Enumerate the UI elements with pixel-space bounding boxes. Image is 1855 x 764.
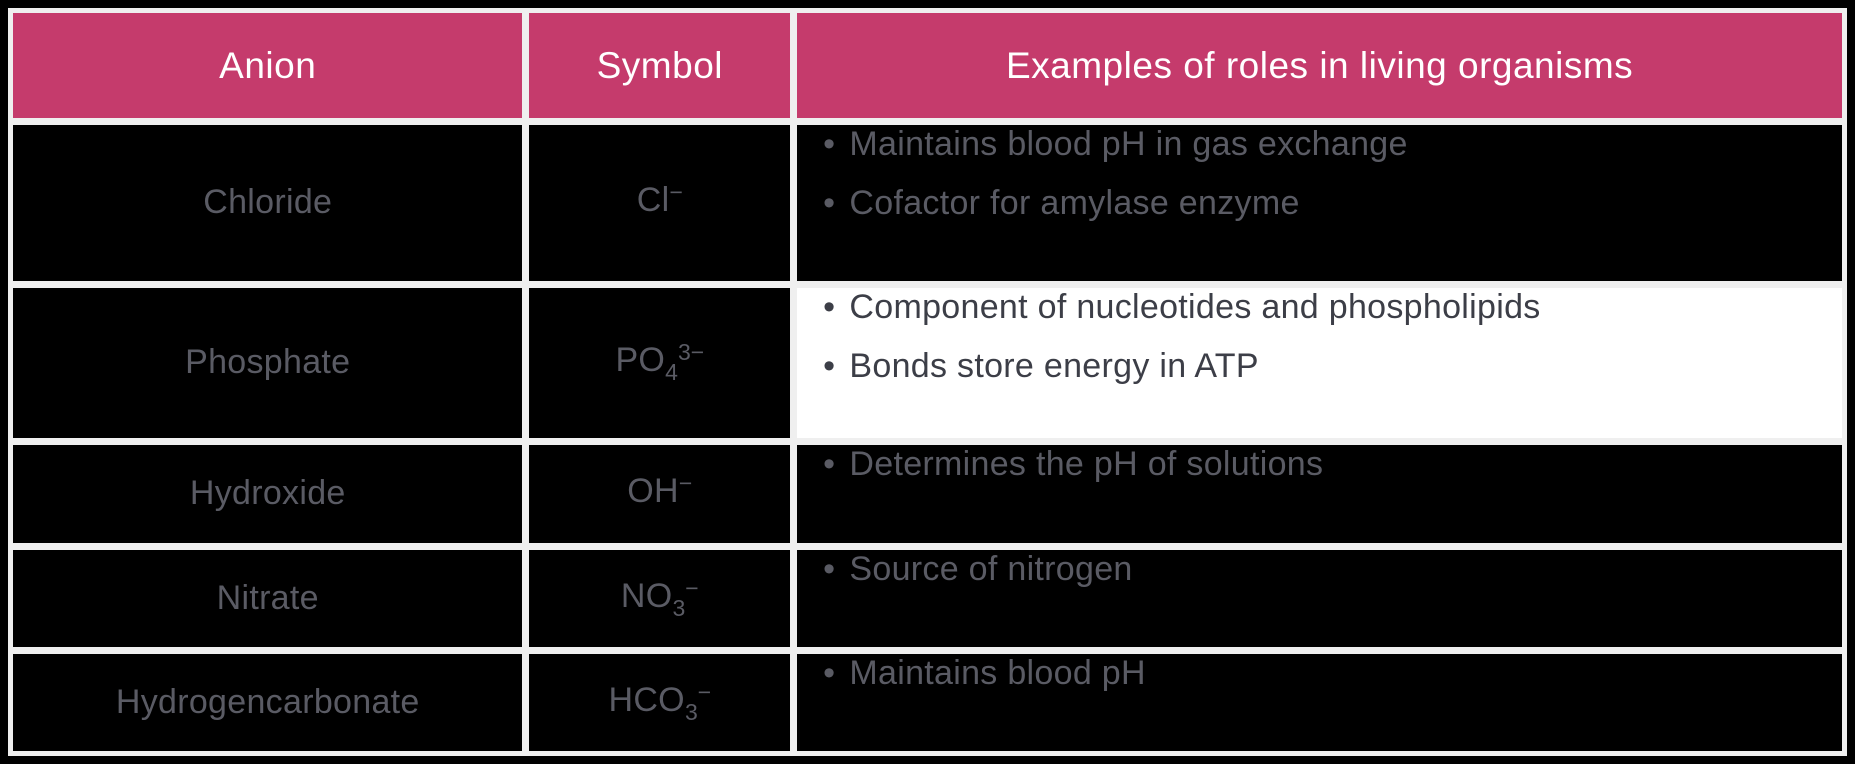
anion-cell: Nitrate (13, 549, 523, 647)
bullet-item: Determines the pH of solutions (823, 445, 1323, 484)
anion-name: Chloride (203, 183, 333, 222)
anion-cell: Hydrogencarbonate (13, 653, 523, 751)
chemical-symbol: HCO3− (608, 678, 712, 725)
symbol-cell: Cl− (529, 125, 791, 281)
anion-cell: Chloride (13, 125, 523, 281)
bullet-item: Bonds store energy in ATP (823, 347, 1259, 386)
anion-name: Phosphate (185, 343, 351, 382)
chemical-symbol: Cl− (636, 179, 683, 220)
symbol-cell: NO3− (529, 549, 791, 647)
symbol-cell: PO43− (529, 287, 791, 439)
anions-table: Anion Symbol Examples of roles in living… (8, 8, 1847, 756)
bullet-item: Source of nitrogen (823, 550, 1132, 589)
bullet-item: Cofactor for amylase enzyme (823, 184, 1300, 223)
examples-cell: Component of nucleotides and phospholipi… (797, 287, 1842, 439)
anion-name: Nitrate (216, 578, 319, 617)
examples-cell: Maintains blood pH (797, 653, 1842, 751)
chemical-symbol: OH− (627, 470, 693, 511)
bullet-item: Maintains blood pH (823, 654, 1146, 693)
examples-cell: Determines the pH of solutions (797, 445, 1842, 543)
examples-cell: Source of nitrogen (797, 549, 1842, 647)
header-cell-anion: Anion (13, 13, 523, 118)
header-label-anion: Anion (219, 44, 317, 86)
bullet-item: Component of nucleotides and phospholipi… (823, 288, 1540, 327)
chemical-symbol: NO3− (620, 574, 699, 621)
examples-cell: Maintains blood pH in gas exchange Cofac… (797, 125, 1842, 281)
header-label-symbol: Symbol (596, 44, 724, 86)
anion-cell: Hydroxide (13, 445, 523, 543)
anion-cell: Phosphate (13, 287, 523, 439)
chemical-symbol: PO43− (615, 339, 705, 386)
symbol-cell: OH− (529, 445, 791, 543)
anion-name: Hydrogencarbonate (115, 682, 420, 721)
header-label-examples: Examples of roles in living organisms (1005, 44, 1634, 86)
symbol-cell: HCO3− (529, 653, 791, 751)
bullet-item: Maintains blood pH in gas exchange (823, 125, 1408, 164)
header-cell-examples: Examples of roles in living organisms (797, 13, 1842, 118)
header-cell-symbol: Symbol (529, 13, 791, 118)
anion-name: Hydroxide (189, 474, 346, 513)
